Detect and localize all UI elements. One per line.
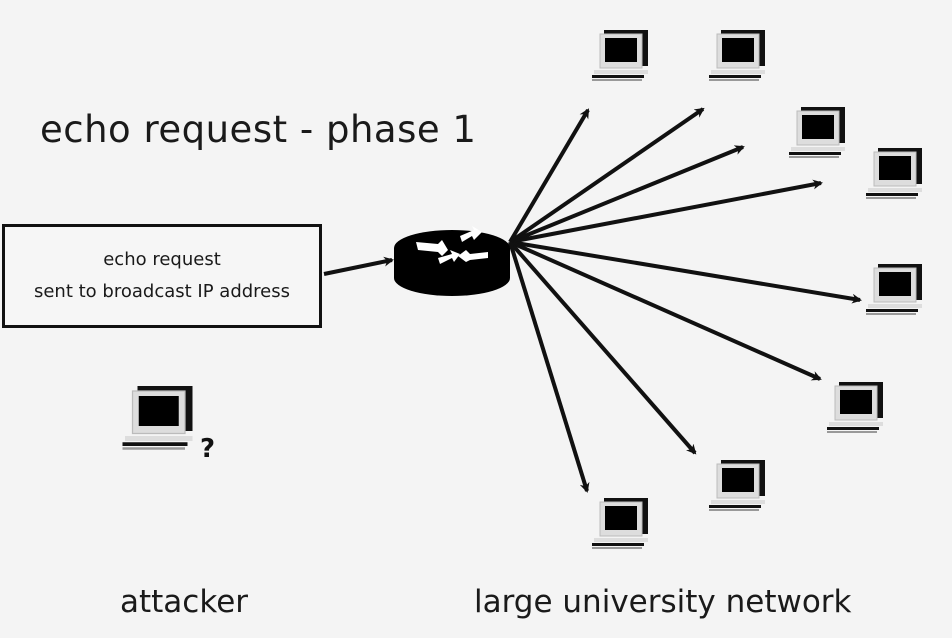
arrow-to-router: [323, 256, 394, 276]
router-icon: [394, 226, 510, 296]
arrow-to-host: [508, 108, 590, 244]
arrow-to-host: [508, 107, 705, 244]
arrow-to-host: [509, 145, 745, 244]
message-line-2: sent to broadcast IP address: [33, 281, 291, 302]
broadcast-arrows: [508, 107, 862, 493]
computer-icon: [865, 263, 923, 316]
arrow-to-host: [508, 241, 590, 493]
network-label: large university network: [474, 584, 852, 620]
computer-icon: [865, 147, 923, 200]
computer-icon: [826, 381, 884, 434]
arrow-to-host: [509, 240, 862, 304]
computer-icon: [788, 106, 846, 159]
diagram-title: echo request - phase 1: [40, 108, 477, 151]
arrow-to-host: [508, 240, 697, 455]
arrow-to-host: [509, 179, 823, 244]
message-line-1: echo request: [103, 249, 221, 270]
computer-icon: [708, 459, 766, 512]
network-hosts: [591, 29, 923, 550]
computer-icon: [591, 29, 649, 82]
computer-icon: [708, 29, 766, 82]
attacker-label: attacker: [120, 584, 249, 620]
echo-request-box: echo request sent to broadcast IP addres…: [2, 224, 322, 328]
arrow-to-host: [509, 240, 822, 381]
attacker-question-mark: ?: [200, 434, 215, 464]
computer-icon: [591, 497, 649, 550]
attacker-computer-icon: [121, 385, 194, 451]
